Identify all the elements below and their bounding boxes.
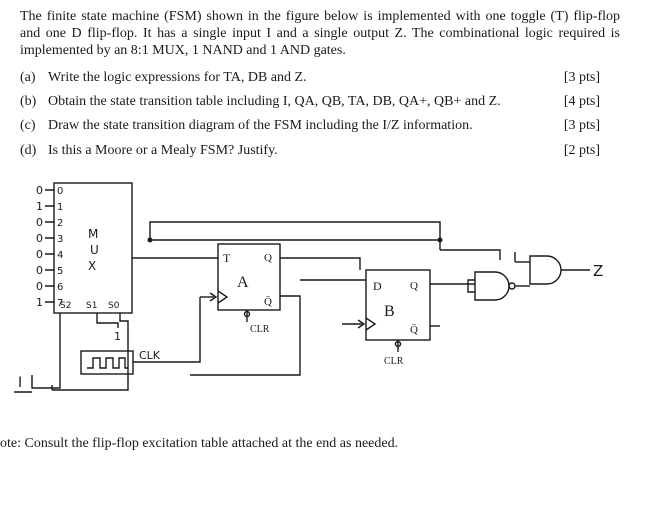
mux-input-index: 2 [57,218,63,229]
mux-input-value: 1 [36,296,43,309]
ff-b-input: D [373,279,382,293]
flip-flop-b: D B Q Q̄ CLR [342,269,431,367]
question-points: [4 pts] [563,94,600,109]
question-c: (c) Draw the state transition diagram of… [20,118,630,136]
ff-a-qbar: Q̄ [264,296,272,308]
clock-label: CLK [139,349,161,362]
mux-input-value: 0 [36,216,43,229]
footnote: ote: Consult the flip-flop excitation ta… [0,436,399,451]
question-label: (c) [20,118,36,133]
mux-input-value: 1 [36,200,43,213]
question-label: (a) [20,70,36,85]
question-points: [3 pts] [563,118,600,133]
mux-input-value: 0 [36,264,43,277]
mux-label-m: M [88,227,98,241]
mux-select-s2: S2 [60,301,71,311]
select-constant: 1 [114,330,121,343]
mux-select-s0: S0 [108,301,120,311]
ff-a-q: Q [264,252,272,264]
question-text: Write the logic expressions for TA, DB a… [48,70,307,85]
and-gate [514,252,590,285]
question-text: Is this a Moore or a Mealy FSM? Justify. [48,143,278,158]
ff-b-q: Q [410,280,418,292]
question-b: (b) Obtain the state transition table in… [20,94,630,112]
mux-label-x: X [88,259,96,273]
mux-input-value: 0 [36,248,43,261]
question-text: Draw the state transition diagram of the… [48,118,473,133]
mux-input-constants: 0 1 0 0 0 0 0 1 0 1 2 3 4 5 6 7 [36,184,63,309]
question-points: [3 pts] [563,70,600,85]
feedback-bus-upper [149,221,441,250]
mux-input-value: 0 [36,184,43,197]
ff-a-clear: CLR [250,324,270,335]
question-text: Obtain the state transition table includ… [48,94,501,109]
mux-input-index: 6 [57,282,63,293]
mux-input-index: 5 [57,266,63,277]
ff-b-qbar: Q̄ [410,324,418,336]
mux-input-index: 4 [57,250,63,261]
qa-to-and [280,257,361,270]
question-points: [2 pts] [563,143,600,158]
clock-source: CLK [80,297,201,375]
question-label: (b) [20,94,37,109]
nand-gate [467,271,516,301]
mux-input-value: 0 [36,232,43,245]
qa-bar-feedback [190,295,301,376]
mux-8to1: M U X S2 S1 S0 [53,182,133,314]
ff-a-input: T [223,251,231,265]
mux-input-value: 0 [36,280,43,293]
mux-input-index: 7 [57,298,63,309]
mux-input-index: 3 [57,234,63,245]
problem-intro: The finite state machine (FSM) shown in … [20,9,620,58]
output-label: Z [593,262,603,280]
input-label: I [18,375,22,391]
ff-b-clear: CLR [384,356,404,367]
mux-select-wires: 1 [31,313,129,391]
mux-select-s1: S1 [86,301,97,311]
question-d: (d) Is this a Moore or a Mealy FSM? Just… [20,143,630,161]
mux-label-u: U [90,243,99,257]
feedback-to-nand [440,249,501,260]
ff-a-name: A [237,274,249,291]
question-a: (a) Write the logic expressions for TA, … [20,70,630,88]
question-label: (d) [20,143,37,158]
ff-b-name: B [384,303,395,320]
mux-input-index: 1 [57,202,63,213]
mux-input-index: 0 [57,186,63,197]
flip-flop-a: T A Q Q̄ CLR [200,243,281,335]
